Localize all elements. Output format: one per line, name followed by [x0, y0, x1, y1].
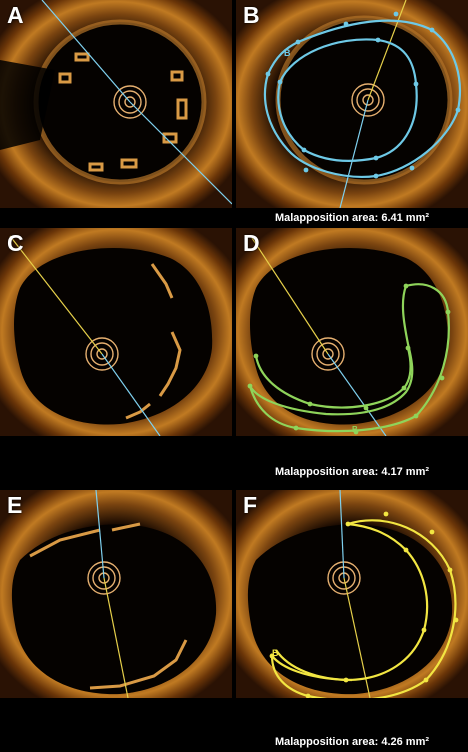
oct-image-a [0, 0, 232, 208]
contour-label-f: B [272, 648, 279, 658]
caption-row-1: Malapposition area: 6.41 mm² [236, 208, 468, 228]
oct-panel-c: C [0, 228, 232, 436]
oct-image-c [0, 228, 232, 436]
malapposition-contour-d [248, 283, 450, 433]
oct-image-b: B [236, 0, 468, 208]
oct-panel-d: B D [236, 228, 468, 436]
oct-panel-f: B F [236, 490, 468, 698]
panel-label-e: E [7, 492, 23, 518]
oct-image-e [0, 490, 232, 698]
caption-row-2: Malapposition area: 4.17 mm² [236, 462, 468, 482]
oct-panel-b: B B [236, 0, 468, 208]
panel-label-a: A [7, 2, 24, 28]
malapposition-contour-f [270, 519, 457, 698]
panel-label-c: C [7, 230, 24, 256]
panel-label-d: D [243, 230, 260, 256]
panel-label-f: F [243, 492, 258, 518]
contour-label-d: B [352, 425, 358, 434]
oct-image-f: B [236, 490, 468, 698]
oct-panel-a: A [0, 0, 232, 208]
caption-row-3: Malapposition area: 4.26 mm² [236, 732, 468, 752]
oct-panel-e: E [0, 490, 232, 698]
contour-label-b: B [284, 48, 291, 58]
panel-label-b: B [243, 2, 260, 28]
oct-image-d: B [236, 228, 468, 436]
